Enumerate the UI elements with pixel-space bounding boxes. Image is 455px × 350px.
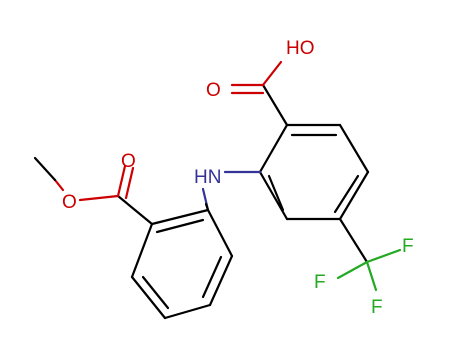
ring-bond (130, 222, 154, 279)
ring-double-bond (333, 174, 360, 214)
acid-oh-bond (261, 60, 283, 87)
ester-carbon-bond (116, 194, 154, 226)
right-benzene-ring (258, 123, 370, 221)
ring-bond (208, 254, 234, 307)
fluorine-top-label: F (402, 236, 414, 257)
carboxylic-acid-group: HO O (206, 38, 315, 127)
ring-double-bond (155, 218, 205, 234)
ester-carbonyl-oxygen-label: O (121, 151, 136, 172)
ring-bond (338, 123, 370, 174)
left-benzene-ring (130, 208, 234, 320)
hydroxyl-label: HO (286, 38, 315, 59)
cf3-carbon-bond (338, 217, 369, 264)
ester-oxygen-label: O (62, 192, 77, 213)
cf-bond (336, 260, 369, 280)
ring-bond (163, 303, 212, 320)
fluorine-bottom-label: F (371, 297, 383, 318)
trifluoromethyl-group: F F F (314, 217, 414, 318)
ring-bond (206, 208, 234, 258)
ester-methyl-bond-o (53, 178, 65, 192)
cf-bond (365, 260, 378, 292)
amine-linker: HN (194, 167, 262, 212)
ester-carbonyl-bond (116, 164, 127, 198)
fluorine-left-label: F (314, 272, 326, 293)
ring-double-bond (201, 255, 223, 299)
ring-bond (130, 275, 167, 320)
cf-bond (365, 248, 402, 264)
ring-bond (258, 123, 289, 174)
ring-bond (338, 170, 370, 221)
ring-bond (150, 208, 210, 226)
methyl-ester-group: O O (33, 151, 154, 226)
acid-carbonyl-oxygen-label: O (206, 80, 221, 101)
ring-bond (258, 170, 289, 221)
amine-label: HN (194, 167, 221, 188)
ester-carbonyl-double-bond (124, 166, 135, 200)
acid-carbon-bond (261, 83, 289, 127)
ester-methyl-bond (33, 156, 57, 182)
ring-double-bond (141, 275, 170, 310)
ester-oxygen-bond (78, 194, 120, 202)
ring-double-bond (267, 174, 285, 212)
